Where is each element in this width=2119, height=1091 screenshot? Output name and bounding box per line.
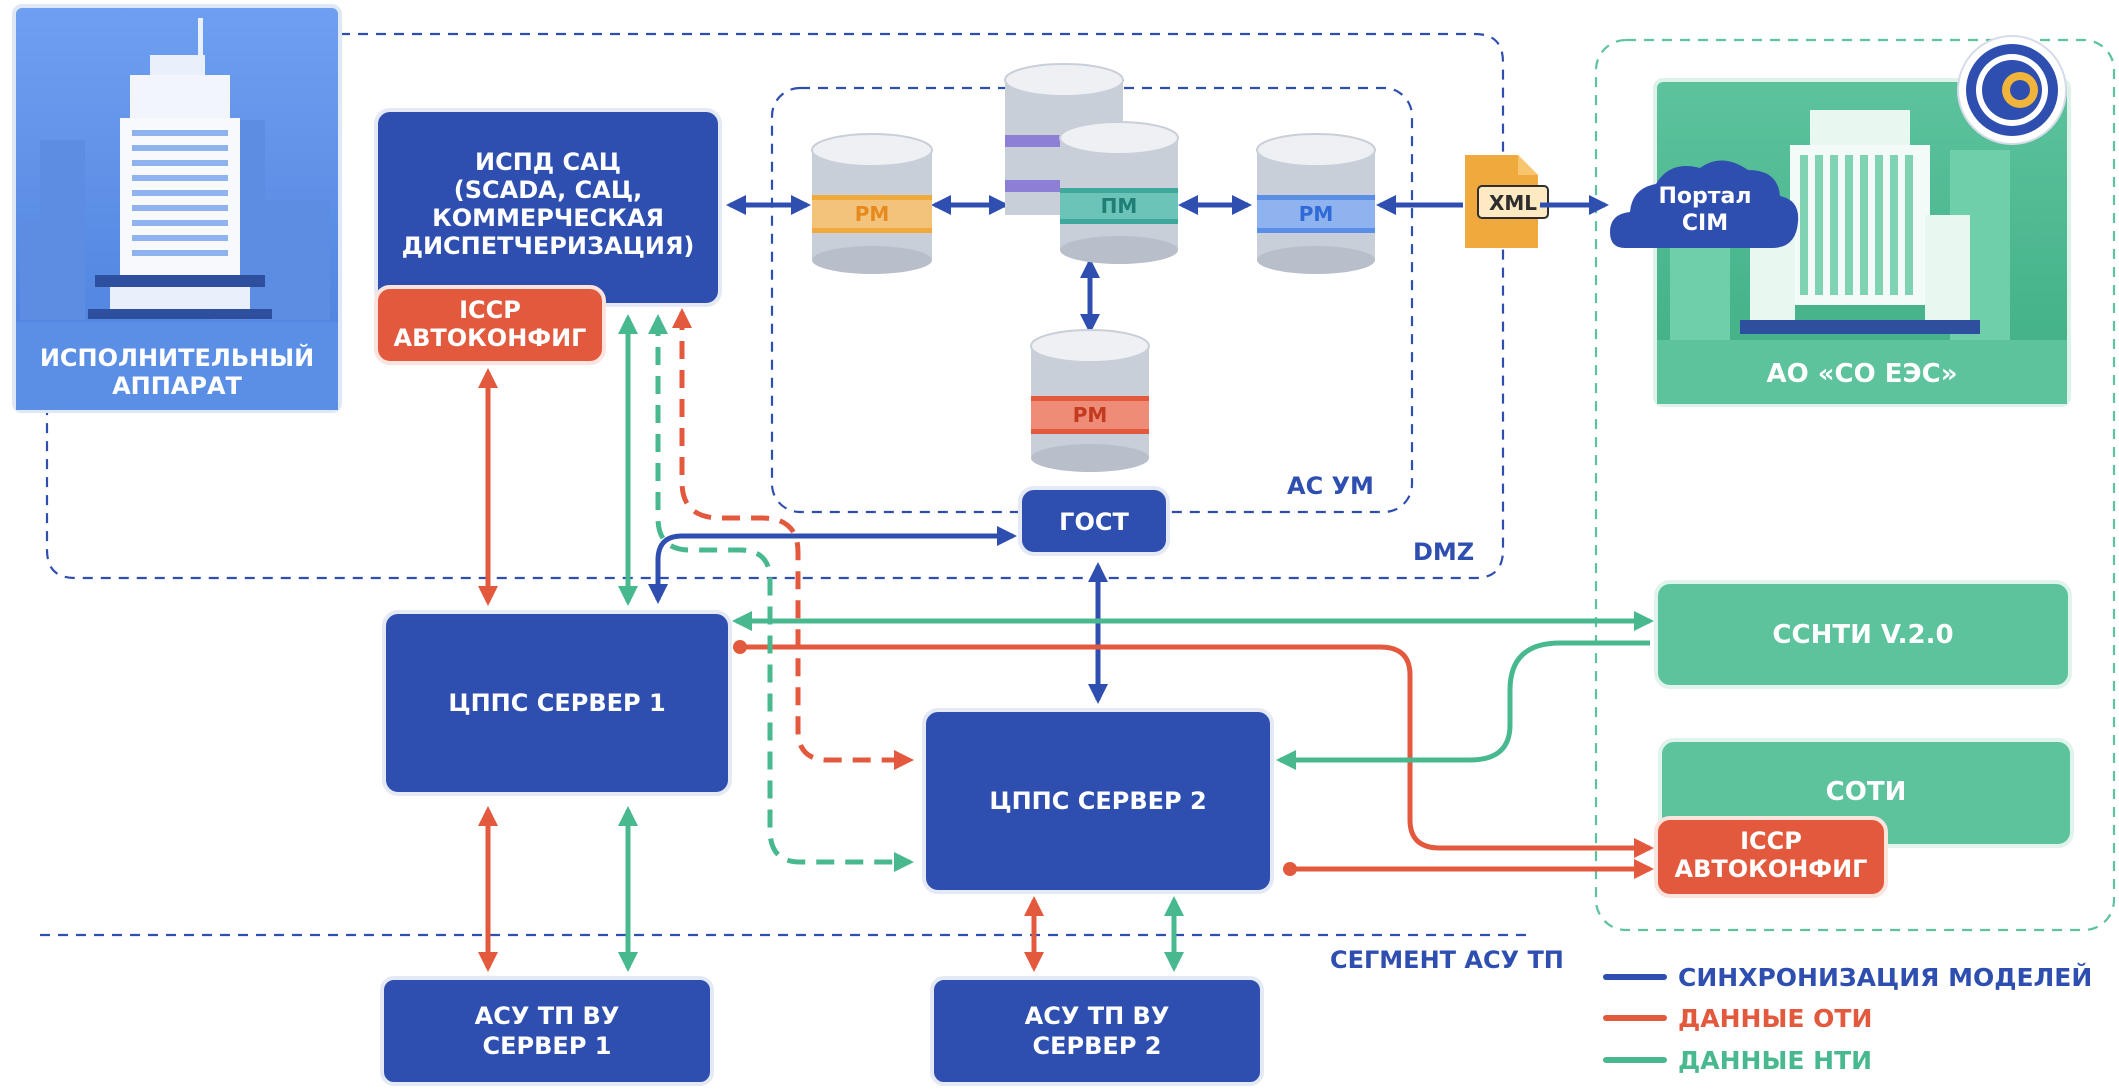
legend-nti-label: ДАННЫЕ НТИ [1678,1046,1872,1075]
ispd-line1: ИСПД САЦ [475,148,621,176]
dmz-zone [45,32,1505,580]
db-rm-red-label: РМ [1073,403,1108,427]
ispd-sac-box[interactable]: ИСПД САЦ (SCADA, САЦ, КОММЕРЧЕСКАЯ ДИСПЕ… [374,108,722,307]
iccp-autoconfig-right[interactable]: ICCP АВТОКОНФИГ [1654,816,1888,898]
so-ees-logo-icon [1957,35,2067,145]
asu1-line2: СЕРВЕР 1 [483,1032,612,1060]
iccp-right-line2: АВТОКОНФИГ [1675,855,1868,883]
gost-box[interactable]: ГОСТ [1018,486,1170,556]
db-pm-label: ПМ [1101,194,1138,218]
portal-label-line1: Портал [1659,184,1752,209]
executive-label-line1: ИСПОЛНИТЕЛЬНЫЙ [40,343,314,372]
iccp-right-line1: ICCP [1740,827,1802,855]
xml-file-icon: XML [1465,155,1549,248]
ispd-line4: ДИСПЕТЧЕРИЗАЦИЯ) [402,232,695,260]
oti-start-dot-2 [1283,862,1297,876]
ispd-line3: КОММЕРЧЕСКАЯ [432,204,664,232]
iccp-autoconfig-top[interactable]: ICCP АВТОКОНФИГ [374,285,606,365]
so-ees-label: АО «СО ЕЭС» [1766,359,1957,389]
nti-connectors [618,314,1654,972]
so-ees-building: АО «СО ЕЭС» [1653,78,2071,407]
asu1-line1: АСУ ТП ВУ [475,1002,620,1030]
asu1-box[interactable]: АСУ ТП ВУ СЕРВЕР 1 [380,976,714,1086]
dmz-label: DMZ [1413,538,1474,566]
db-rm-blue-label: РМ [1299,202,1334,226]
server2-box[interactable]: ЦППС СЕРВЕР 2 [922,708,1274,894]
legend: СИНХРОНИЗАЦИЯ МОДЕЛЕЙ ДАННЫЕ ОТИ ДАННЫЕ … [1603,963,2092,1075]
as-um-label: АС УМ [1287,472,1374,500]
iccp-top-line2: АВТОКОНФИГ [394,324,587,352]
db-rm-blue[interactable]: РМ [1256,133,1376,274]
db-rm-orange-label: РМ [855,202,890,226]
portal-cim-cloud-icon: Портал CIM [1610,160,1799,248]
legend-oti-label: ДАННЫЕ ОТИ [1678,1004,1872,1033]
legend-sync-label: СИНХРОНИЗАЦИЯ МОДЕЛЕЙ [1678,963,2092,992]
soti-label: СОТИ [1826,777,1907,807]
executive-building: ИСПОЛНИТЕЛЬНЫЙ АППАРАТ [12,4,342,413]
asu2-line2: СЕРВЕР 2 [1033,1032,1162,1060]
server2-label: ЦППС СЕРВЕР 2 [989,787,1206,815]
xml-label: XML [1489,191,1537,215]
server1-label: ЦППС СЕРВЕР 1 [448,689,665,717]
asu2-box[interactable]: АСУ ТП ВУ СЕРВЕР 2 [930,976,1264,1086]
segment-label: СЕГМЕНТ АСУ ТП [1330,946,1564,974]
ssnti-box[interactable]: ССНТИ V.2.0 [1654,580,2072,689]
db-pm[interactable]: ПМ [1059,121,1179,264]
ispd-line2: (SCADA, САЦ, [454,176,642,204]
db-rm-red[interactable]: РМ [1030,329,1150,472]
ssnti-label: ССНТИ V.2.0 [1772,620,1953,650]
iccp-top-line1: ICCP [459,296,521,324]
so-ees-zone [1594,38,2116,932]
gost-label: ГОСТ [1059,508,1129,536]
portal-label-line2: CIM [1682,211,1728,236]
db-rm-orange[interactable]: РМ [811,133,933,274]
server1-box[interactable]: ЦППС СЕРВЕР 1 [382,610,732,796]
executive-label-line2: АППАРАТ [112,372,242,400]
asu2-line1: АСУ ТП ВУ [1025,1002,1170,1030]
oti-start-dot [733,640,747,654]
